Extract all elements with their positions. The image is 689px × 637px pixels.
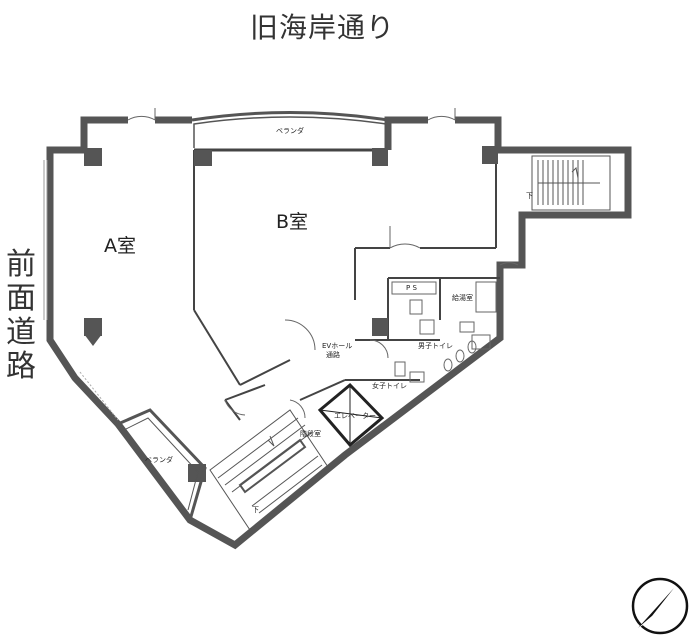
room-b-label: B室 [276, 211, 308, 233]
inner-walls [193, 148, 500, 421]
north-compass-icon [631, 577, 689, 635]
veranda-bottom-label: ベランダ [145, 455, 173, 464]
veranda-bottom [117, 408, 207, 521]
veranda-top-label: ベランダ [276, 126, 304, 135]
dashed-window [79, 371, 119, 421]
corridor-label: 通路 [326, 350, 340, 359]
ev-hall-label: EVホール [322, 342, 352, 350]
stairs-down-label-bottom: 下 [252, 506, 259, 514]
street-name-left: 前面道路 [6, 247, 36, 384]
street-name-top: 旧海岸通り [250, 11, 396, 44]
kitchenette-label: 給湯室 [452, 293, 473, 302]
door-swings [127, 108, 519, 419]
mens-toilet-label: 男子トイレ [418, 342, 453, 350]
elevator-label: エレベーター [334, 411, 376, 420]
columns [84, 146, 498, 482]
womens-toilet-label: 女子トイレ [372, 381, 407, 390]
left-windows [43, 160, 48, 320]
lower-staircase [209, 409, 331, 531]
elevator-shaft [317, 382, 385, 448]
outer-walls [46, 116, 632, 550]
stair-hall-label: 階段室 [300, 429, 321, 438]
pipe-shaft-label: P S [406, 284, 417, 292]
column-marker [84, 334, 102, 346]
right-staircase [531, 155, 611, 211]
toilet-fixtures [391, 281, 497, 383]
room-a-label: A室 [104, 235, 136, 257]
veranda-top [191, 111, 389, 148]
stairs-down-label-right: 下 [526, 192, 533, 200]
